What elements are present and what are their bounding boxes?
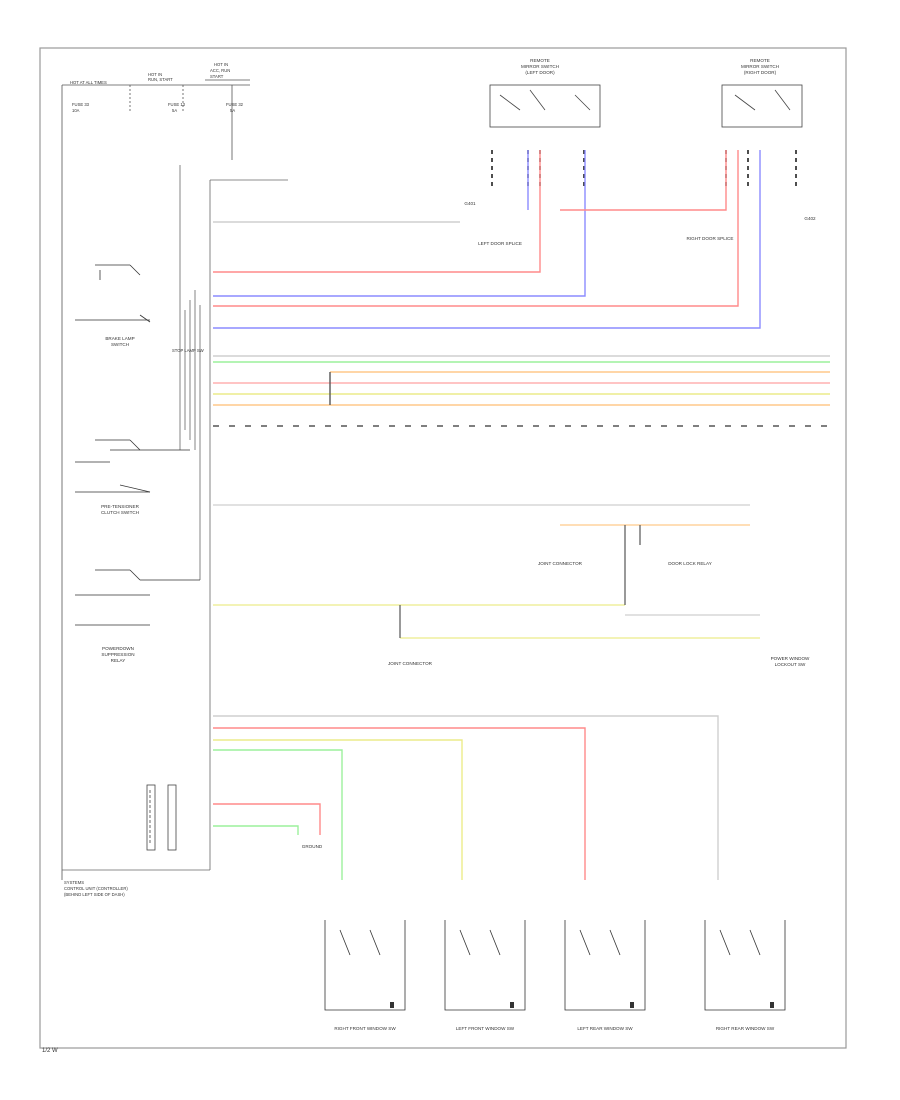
window-switch-grounds xyxy=(390,1002,774,1008)
pre-tensioner-switch-label-2: CLUTCH SWITCH xyxy=(101,510,139,515)
junction-label-b: DOOR LOCK RELAY xyxy=(668,561,712,566)
control-unit-label-3: (BEHIND LEFT SIDE OF DASH) xyxy=(64,892,125,897)
driver-mirror-switch xyxy=(489,84,601,128)
junction-label-c: JOINT CONNECTOR xyxy=(388,661,433,666)
window-switch-label-3: LEFT REAR WINDOW SW xyxy=(577,1026,633,1031)
brake-lamp-switch xyxy=(75,264,151,323)
cu-label-a: STOP LAMP SW xyxy=(172,348,204,353)
passenger-mirror-switch-label: REMOTE xyxy=(750,58,770,63)
bus-wires xyxy=(213,355,830,427)
window-switch-label-4: RIGHT REAR WINDOW SW xyxy=(716,1026,775,1031)
svg-text:START: START xyxy=(210,74,224,79)
driver-mirror-switch-label-2: MIRROR SWITCH xyxy=(521,64,559,69)
fuse-labels: HOT AT ALL TIMES HOT IN RUN, START HOT I… xyxy=(70,62,244,113)
connector-label-a: LEFT DOOR SPLICE xyxy=(478,241,522,246)
svg-text:HOT IN: HOT IN xyxy=(148,72,162,77)
junction-label-d2: LOCKOUT SW xyxy=(775,662,806,667)
control-unit-label: SYSTEMS xyxy=(64,880,84,885)
window-switch-label-1: RIGHT FRONT WINDOW SW xyxy=(334,1026,396,1031)
svg-text:HOT AT ALL TIMES: HOT AT ALL TIMES xyxy=(70,80,107,85)
mirror-pins xyxy=(491,150,797,190)
junction-label-a: JOINT CONNECTOR xyxy=(538,561,583,566)
svg-text:5A: 5A xyxy=(172,108,177,113)
control-unit-label-2: CONTROL UNIT (CONTROLLER) xyxy=(64,886,128,891)
passenger-mirror-switch-label-3: (RIGHT DOOR) xyxy=(744,70,777,75)
passenger-mirror-switch-label-2: MIRROR SWITCH xyxy=(741,64,779,69)
svg-text:FUSE 13: FUSE 13 xyxy=(168,102,186,107)
pre-tensioner-switch-label: PRE-TENSIONER xyxy=(101,504,139,509)
diagram-border xyxy=(39,47,847,1049)
brake-lamp-switch-label: BRAKE LAMP xyxy=(105,336,134,341)
window-switches xyxy=(324,920,786,1011)
svg-text:ACC, RUN: ACC, RUN xyxy=(210,68,230,73)
svg-text:RUN, START: RUN, START xyxy=(148,77,173,82)
driver-mirror-switch-label-3: (LEFT DOOR) xyxy=(525,70,555,75)
ground-label-c: GROUND xyxy=(302,844,323,849)
fuse-box-area xyxy=(61,79,250,880)
window-switch-label-2: LEFT FRONT WINDOW SW xyxy=(456,1026,515,1031)
connector-label-b: RIGHT DOOR SPLICE xyxy=(687,236,734,241)
svg-text:5A: 5A xyxy=(230,108,235,113)
driver-mirror-switch-label: REMOTE xyxy=(530,58,550,63)
svg-text:HOT IN: HOT IN xyxy=(214,62,228,67)
mirror-wires xyxy=(213,150,761,329)
window-feeds xyxy=(213,715,719,880)
powerdown-switch-label-2: SUPPRESSION xyxy=(101,652,134,657)
powerdown-switch xyxy=(75,569,200,626)
left-module xyxy=(146,784,177,851)
pre-tensioner-switch xyxy=(75,439,190,493)
brake-lamp-switch-label-2: SWITCH xyxy=(111,342,129,347)
figure-id: 1/2 W xyxy=(42,1048,58,1054)
junction-label-d: POWER WINDOW xyxy=(771,656,810,661)
control-unit xyxy=(62,165,288,871)
svg-text:FUSE 32: FUSE 32 xyxy=(226,102,244,107)
svg-text:FUSE 33: FUSE 33 xyxy=(72,102,90,107)
passenger-mirror-switch xyxy=(721,84,803,128)
ground-label-a: G401 xyxy=(464,201,476,206)
ground-label-b: G402 xyxy=(804,216,816,221)
powerdown-switch-label: POWERDOWN xyxy=(102,646,134,651)
middle-wires xyxy=(213,504,760,639)
svg-text:10A: 10A xyxy=(72,108,80,113)
powerdown-switch-label-3: RELAY xyxy=(111,658,126,663)
